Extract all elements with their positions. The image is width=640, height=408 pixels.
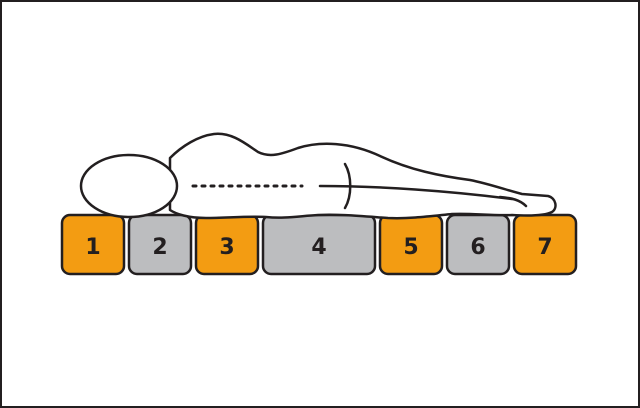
body-outline <box>168 132 557 220</box>
head <box>79 153 179 219</box>
zone-2-block <box>127 213 193 276</box>
spine-solid-line <box>318 184 514 201</box>
zone-3: 3 <box>194 213 260 276</box>
zone-6: 6 <box>445 213 511 276</box>
zone-7-label: 7 <box>537 235 552 260</box>
zone-2: 2 <box>127 213 193 276</box>
sleeper-figure <box>79 132 557 220</box>
zone-7: 7 <box>512 213 578 276</box>
zone-3-label: 3 <box>219 235 234 260</box>
zone-4: 4 <box>261 213 377 276</box>
zone-1: 1 <box>60 213 126 276</box>
hip-marker <box>343 162 352 210</box>
zone-4-label: 4 <box>311 235 326 260</box>
zone-5: 5 <box>378 213 444 276</box>
zone-1-block <box>60 213 126 276</box>
zone-2-label: 2 <box>152 235 167 260</box>
zone-6-label: 6 <box>470 235 485 260</box>
mattress: 1 2 3 4 5 6 7 <box>60 213 578 276</box>
zone-5-label: 5 <box>403 235 418 260</box>
zone-1-label: 1 <box>85 235 100 260</box>
